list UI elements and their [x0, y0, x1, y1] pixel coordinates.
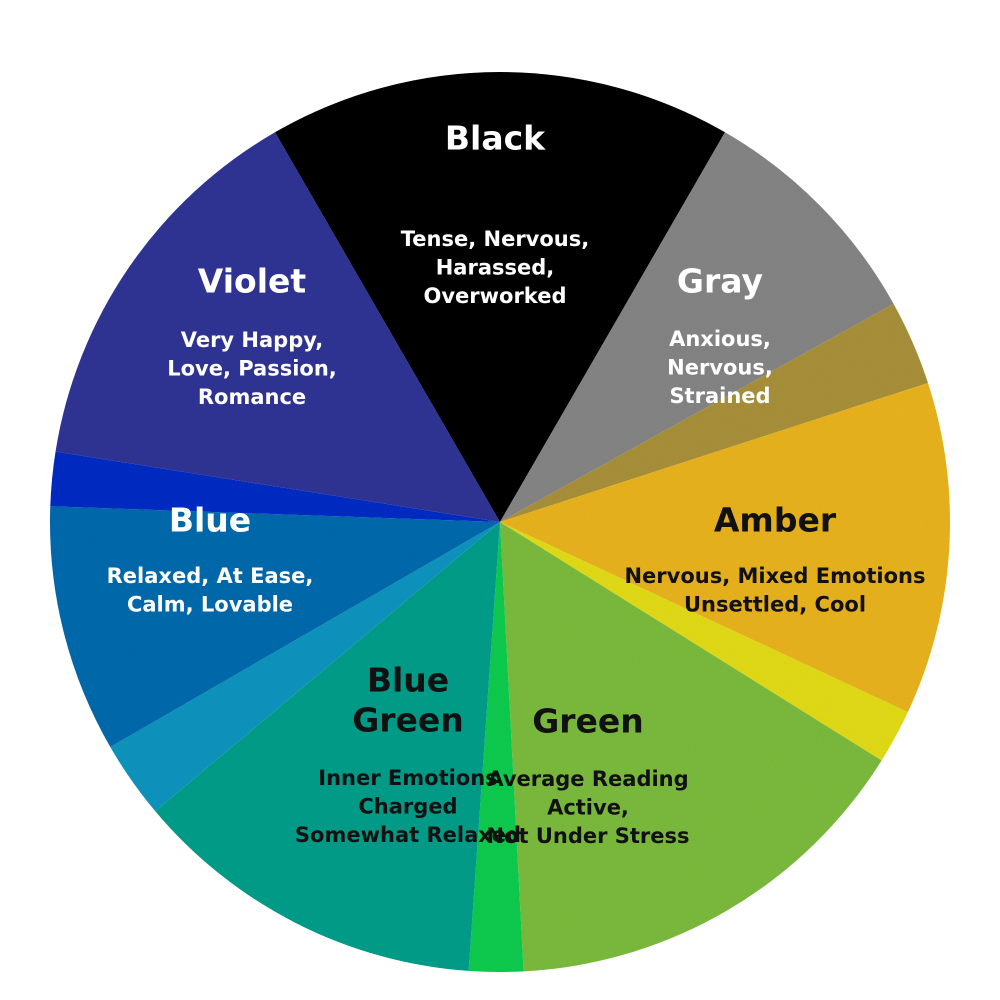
wedge-black-description: Tense, Nervous, [401, 227, 589, 251]
wedge-gray [500, 132, 894, 523]
wedge-deep-blue-band [50, 451, 501, 522]
wedge-blue-description: Calm, Lovable [127, 593, 293, 617]
wedge-violet [55, 132, 500, 523]
wedge-green [500, 522, 882, 972]
wedge-black-description: Harassed, [436, 256, 555, 280]
wedge-blue [49, 506, 501, 747]
wedge-gray-title: Gray [677, 262, 763, 301]
wedge-black-description: Overworked [423, 284, 566, 308]
wedge-green-description: Average Reading [487, 767, 688, 791]
wedge-blue-description: Relaxed, At Ease, [107, 564, 314, 588]
wedge-violet-description: Romance [198, 385, 306, 409]
wedge-cyan-band [110, 522, 500, 812]
wedge-amber-title: Amber [714, 501, 837, 540]
wedge-violet-title: Violet [198, 262, 307, 301]
wedge-blue-green-title: Blue [367, 661, 449, 700]
wedge-blue-green [155, 522, 500, 971]
wedge-violet-description: Very Happy, [181, 328, 324, 352]
wedge-green-description: Not Under Stress [486, 824, 689, 848]
wedges [49, 72, 951, 972]
wedge-amber-description: Unsettled, Cool [684, 593, 866, 617]
wedge-black [275, 72, 725, 523]
wedge-amber-description: Nervous, Mixed Emotions [624, 564, 925, 588]
wedge-gray-description: Strained [669, 384, 770, 408]
wedge-gray-description: Anxious, [669, 327, 771, 351]
wedge-blue-green-description: Somewhat Relaxed [295, 823, 521, 847]
wedge-blue-title: Blue [169, 501, 251, 540]
wedge-blue-green-description: Charged [358, 795, 457, 819]
wedge-green-description: Active, [547, 796, 629, 820]
wedge-black-title: Black [445, 119, 546, 158]
wedge-gray-description: Nervous, [667, 356, 773, 380]
wedge-violet-description: Love, Passion, [167, 357, 337, 381]
wedge-blue-green-title: Green [352, 701, 464, 740]
wedge-blue-green-description: Inner Emotions [318, 766, 497, 790]
wedge-amber [500, 382, 951, 713]
wedge-yellow-band [500, 522, 908, 761]
wedge-green-title: Green [532, 702, 644, 741]
wedge-bright-green-band [468, 522, 524, 972]
wedge-olive-band [500, 303, 928, 522]
